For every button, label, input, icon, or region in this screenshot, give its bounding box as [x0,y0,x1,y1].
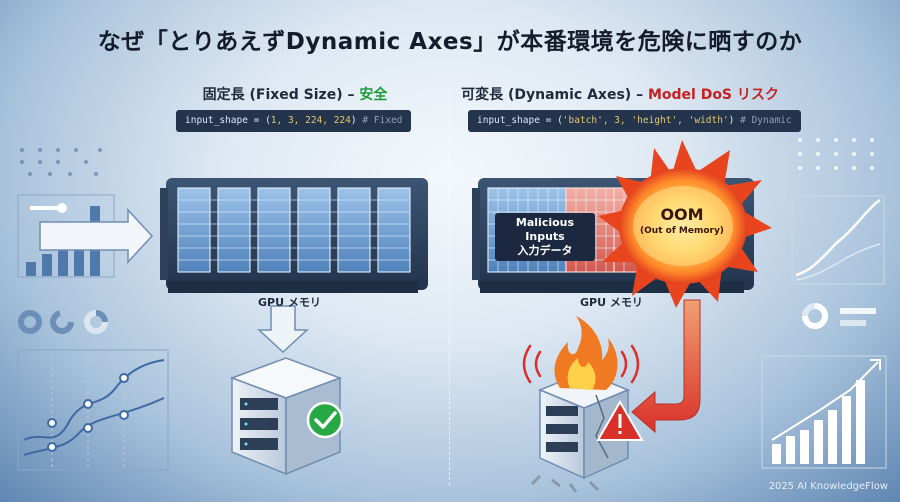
fixed-shape-code: input_shape = (1, 3, 224, 224) # Fixed [176,110,412,132]
code-comment: # Dynamic [740,115,792,126]
dynamic-axes-heading-text: 可変長 (Dynamic Axes) – [461,87,648,103]
arrow-down-icon [257,305,309,354]
code-suffix: ) [350,115,357,126]
fixed-size-heading-text: 固定長 (Fixed Size) – [202,87,360,103]
gpu-memory-fixed [160,178,428,293]
curved-arrow-icon [631,299,701,434]
malicious-inputs-line1: Malicious Inputs [515,216,575,243]
fire-icon [554,316,618,390]
dot-pattern-right [798,138,874,170]
dynamic-axes-heading: 可変長 (Dynamic Axes) – Model DoS リスク [460,84,780,104]
risk-status: Model DoS リスク [647,87,779,103]
code-comment: # Fixed [362,115,403,126]
page-title: なぜ「とりあえずDynamic Axes」が本番環境を危険に晒すのか [97,29,803,55]
explosion-icon [598,140,772,308]
safe-status: 安全 [359,87,388,103]
gpu-memory-label-right: GPU メモリ [580,296,643,309]
malicious-inputs-line2: 入力データ [517,244,573,257]
fixed-size-heading: 固定長 (Fixed Size) – 安全 [150,84,440,104]
donut-icon [18,310,108,334]
line-chart-icon-right [791,195,885,285]
credit-text: 2025 AI KnowledgeFlow [768,481,888,492]
dynamic-shape-code: input_shape = ('batch', 3, 'height', 'wi… [468,110,801,132]
check-icon [306,401,344,439]
arrow-right-icon [39,208,154,264]
oom-label: OOM (Out of Memory) [628,205,736,236]
oom-subtitle: (Out of Memory) [640,226,724,236]
line-chart-icon [17,349,169,471]
gpu-memory-label-left: GPU メモリ [258,296,321,309]
code-suffix: ) [728,115,735,126]
alarm-waves-icon [522,344,640,384]
memory-cells-left [177,187,411,273]
donut-icon-right [802,303,876,329]
code-prefix: input_shape = ( [477,115,563,126]
bar-chart-icon-right [761,355,887,469]
code-prefix: input_shape = ( [185,115,271,126]
dot-pattern-left [20,148,102,176]
code-values: 'batch', 3, 'height', 'width' [562,115,729,126]
oom-title: OOM [660,205,704,224]
malicious-inputs-label: Malicious Inputs 入力データ [495,213,595,261]
code-values: 1, 3, 224, 224 [270,115,351,126]
warning-icon [596,400,644,441]
section-divider [449,90,450,485]
